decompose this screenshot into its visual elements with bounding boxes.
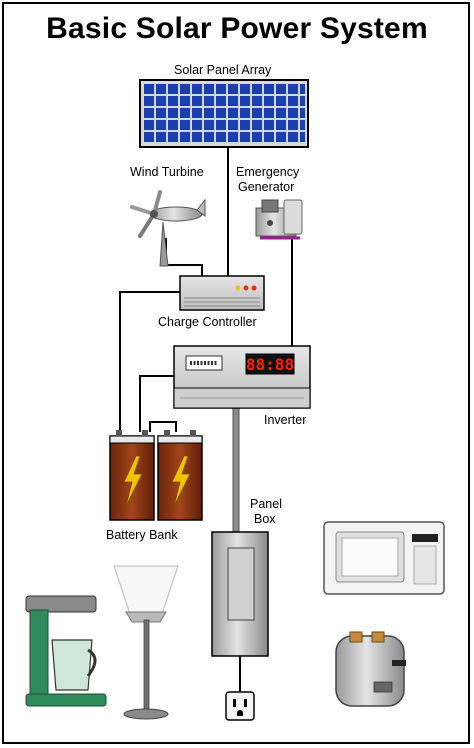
label-solar-panel-array: Solar Panel Array bbox=[174, 63, 272, 77]
page-title: Basic Solar Power System bbox=[46, 12, 428, 45]
label-wind-turbine: Wind Turbine bbox=[130, 165, 204, 179]
battery-bank bbox=[109, 430, 203, 521]
inverter-display-readout: 88:88 bbox=[246, 355, 294, 374]
coffee-maker-icon bbox=[25, 595, 107, 707]
floor-lamp-icon bbox=[113, 565, 179, 720]
microwave-icon bbox=[323, 521, 445, 595]
label-box: Box bbox=[254, 512, 276, 526]
panel-box-icon bbox=[211, 531, 269, 657]
label-charge-controller: Charge Controller bbox=[158, 315, 257, 329]
toaster-icon bbox=[335, 631, 406, 707]
wire-controller-to-battery bbox=[119, 291, 180, 432]
inverter-icon bbox=[173, 345, 311, 409]
wire-inverter-to-panelbox bbox=[232, 405, 240, 533]
wire-turbine-to-controller bbox=[165, 238, 203, 276]
label-battery-bank: Battery Bank bbox=[106, 528, 178, 542]
outlet-icon bbox=[225, 691, 255, 721]
label-emergency: Emergency bbox=[236, 165, 300, 179]
battery-icon bbox=[157, 430, 203, 521]
solar-panel-array-icon bbox=[139, 79, 309, 148]
wire-inverter-to-battery bbox=[139, 375, 174, 432]
wire-battery-link bbox=[149, 421, 177, 432]
label-generator: Generator bbox=[238, 180, 295, 194]
wind-turbine-icon bbox=[130, 190, 206, 267]
battery-icon bbox=[109, 430, 155, 521]
label-inverter: Inverter bbox=[264, 413, 307, 427]
label-panel: Panel bbox=[250, 497, 282, 511]
diagram-frame bbox=[2, 2, 470, 744]
charge-controller-icon bbox=[179, 275, 265, 311]
emergency-generator-icon bbox=[255, 199, 303, 240]
